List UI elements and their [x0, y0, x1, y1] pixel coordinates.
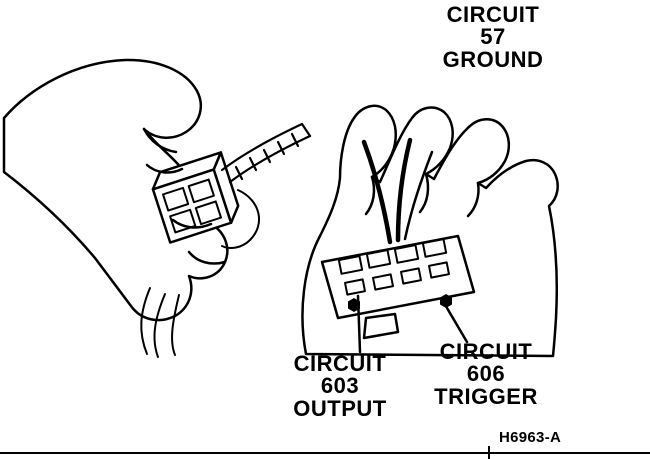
right-connector-icon [320, 234, 476, 340]
pin-slot [393, 244, 420, 264]
figure-reference: H6963-A [499, 429, 562, 446]
callout-circuit-57-ground: CIRCUIT 57 GROUND [423, 2, 563, 72]
pin-slot [187, 178, 215, 204]
pin-slot [337, 255, 364, 275]
left-finger-lines [142, 127, 227, 265]
pin-slot [421, 238, 448, 258]
page-divider-tick [488, 446, 490, 459]
callout-text: TRIGGER [434, 383, 538, 409]
pin-slot [194, 200, 223, 226]
callout-circuit-603-output: CIRCUIT 603 OUTPUT [279, 351, 401, 421]
pin-slot [161, 186, 190, 212]
twisted-wire-icon [220, 122, 312, 184]
pin-slot [428, 261, 450, 279]
callout-text: CIRCUIT [446, 2, 540, 27]
right-finger-lines [364, 172, 480, 218]
ground-wires-icon [361, 137, 413, 245]
ground-wire-thin-icon [403, 150, 434, 241]
leader-line-circuit-606 [445, 306, 469, 344]
bolt-icon [440, 294, 452, 308]
pin-slot [344, 278, 366, 296]
callout-text: 606 [466, 361, 506, 387]
pin-slot [372, 273, 394, 291]
callout-text: 57 [480, 24, 506, 50]
leader-line-circuit-603 [356, 294, 362, 354]
callout-text: OUTPUT [293, 395, 387, 421]
callout-text: GROUND [442, 46, 544, 72]
callout-text: CIRCUIT [293, 351, 387, 376]
pin-slot [365, 249, 392, 269]
callout-text: 603 [320, 373, 360, 399]
page-divider-line [0, 452, 650, 454]
pin-slot [169, 208, 197, 234]
trailing-wires-icon [140, 287, 180, 358]
callout-circuit-606-trigger: CIRCUIT 606 TRIGGER [421, 339, 551, 409]
wire-loop-icon [221, 189, 260, 249]
pin-slot [400, 267, 422, 285]
callout-text: CIRCUIT [439, 339, 533, 364]
